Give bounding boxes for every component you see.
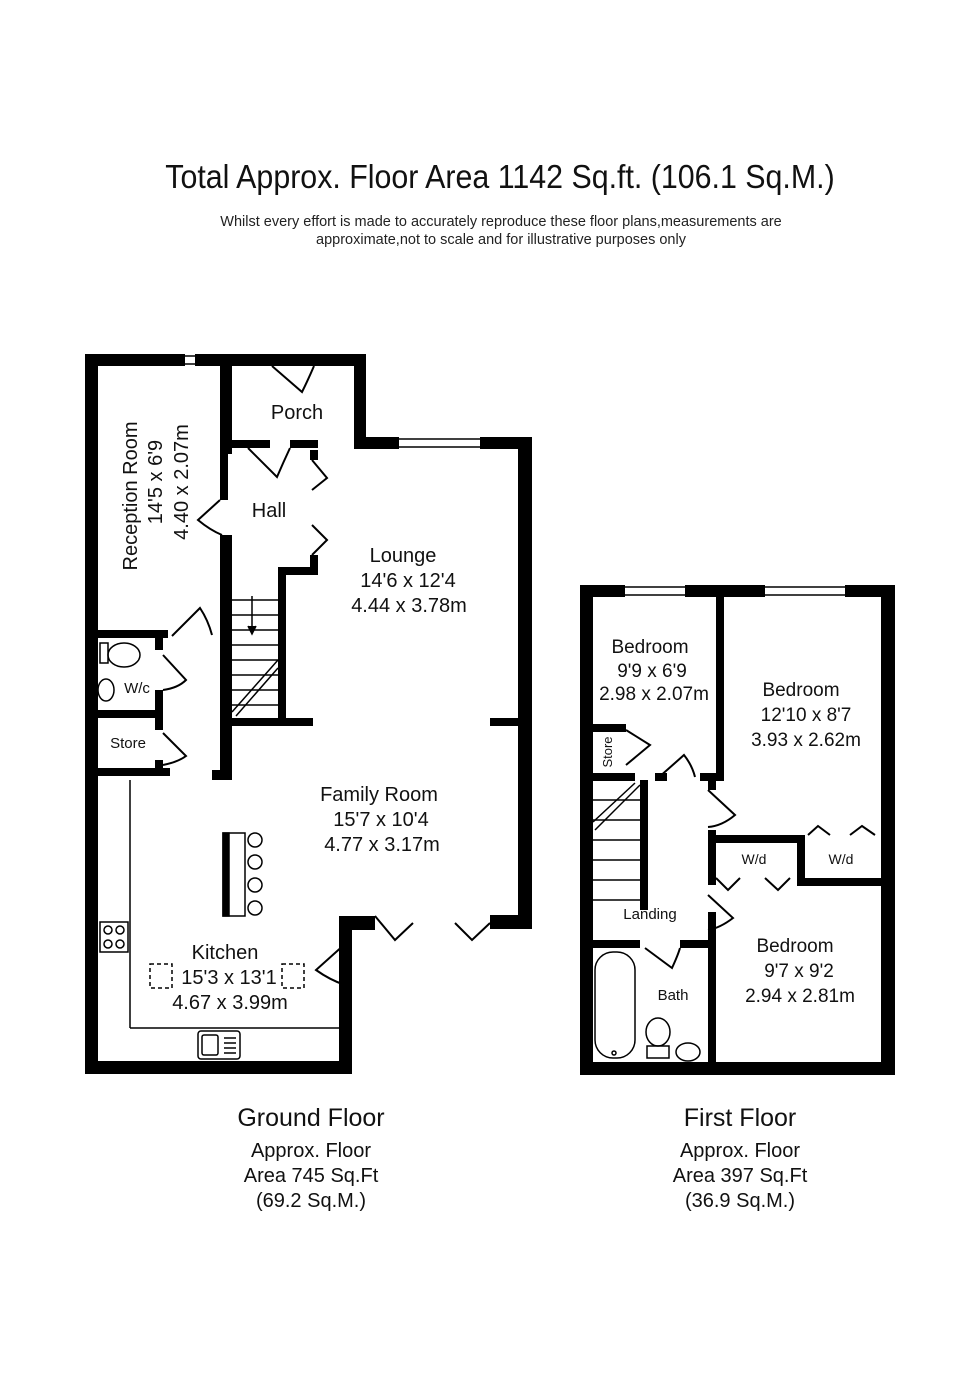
bedroom3-name: Bedroom — [756, 936, 833, 957]
bedroom3-metric: 2.94 x 2.81m — [745, 986, 855, 1007]
porch-label: Porch — [271, 402, 323, 424]
ground-floor-area-line-2: Area 745 Sq.Ft — [243, 1165, 379, 1187]
first-floor-name: First Floor — [683, 1104, 797, 1132]
first-floor-area-line-3: (36.9 Sq.M.) — [684, 1190, 796, 1212]
reception-room-name: Reception Room — [120, 422, 142, 571]
kitchen-name: Kitchen — [192, 942, 259, 964]
kitchen-metric: 4.67 x 3.99m — [172, 992, 288, 1014]
first-floor-area-line-1: Approx. Floor — [679, 1140, 801, 1162]
wc-label: W/c — [124, 680, 150, 697]
first-floor-area-line-2: Area 397 Sq.Ft — [672, 1165, 808, 1187]
ground-floor-plan — [85, 354, 532, 1074]
ground-floor-fixtures — [85, 355, 491, 1073]
bedroom2-imperial: 12'10 x 8'7 — [761, 705, 852, 726]
disclaimer-line-1: Whilst every effort is made to accuratel… — [220, 214, 782, 230]
total-floor-area-title: Total Approx. Floor Area 1142 Sq.ft. (10… — [165, 158, 835, 195]
ground-floor-area-line-1: Approx. Floor — [250, 1140, 372, 1162]
ground-floor-labels: Reception Room 14'5 x 6'9 4.40 x 2.07m P… — [110, 402, 467, 1014]
first-floor-fixtures — [581, 586, 876, 1074]
bedroom2-metric: 3.93 x 2.62m — [751, 730, 861, 751]
bedroom3-imperial: 9'7 x 9'2 — [764, 961, 834, 982]
bedroom2-name: Bedroom — [762, 680, 839, 701]
ground-floor-name: Ground Floor — [237, 1104, 385, 1132]
kitchen-imperial: 15'3 x 13'1 — [181, 967, 277, 989]
landing-label: Landing — [623, 906, 676, 923]
first-floor-caption: First Floor Approx. Floor Area 397 Sq.Ft… — [640, 1104, 840, 1214]
family-room-imperial: 15'7 x 10'4 — [333, 809, 429, 831]
bedroom1-imperial: 9'9 x 6'9 — [617, 661, 687, 682]
disclaimer: Whilst every effort is made to accuratel… — [0, 213, 980, 249]
bath-label: Bath — [658, 987, 689, 1004]
ground-floor-caption: Ground Floor Approx. Floor Area 745 Sq.F… — [211, 1104, 411, 1214]
lounge-name: Lounge — [370, 545, 437, 567]
bedroom1-metric: 2.98 x 2.07m — [599, 684, 709, 705]
first-floor-labels: Bedroom 9'9 x 6'9 2.98 x 2.07m Bedroom 1… — [599, 637, 861, 1007]
lounge-metric: 4.44 x 3.78m — [351, 595, 467, 617]
wd1-label: W/d — [742, 851, 767, 867]
ground-floor-area-line-3: (69.2 Sq.M.) — [255, 1190, 367, 1212]
reception-room-imperial: 14'5 x 6'9 — [145, 440, 167, 524]
family-room-metric: 4.77 x 3.17m — [324, 834, 440, 856]
store-label: Store — [110, 735, 146, 752]
ff-store-label: Store — [600, 736, 615, 767]
reception-room-metric: 4.40 x 2.07m — [171, 424, 193, 540]
family-room-name: Family Room — [320, 784, 438, 806]
lounge-imperial: 14'6 x 12'4 — [360, 570, 456, 592]
hall-label: Hall — [252, 500, 286, 522]
first-floor-plan — [580, 585, 895, 1075]
wd2-label: W/d — [829, 851, 854, 867]
bedroom1-name: Bedroom — [611, 637, 688, 658]
disclaimer-line-2: approximate,not to scale and for illustr… — [316, 232, 686, 248]
